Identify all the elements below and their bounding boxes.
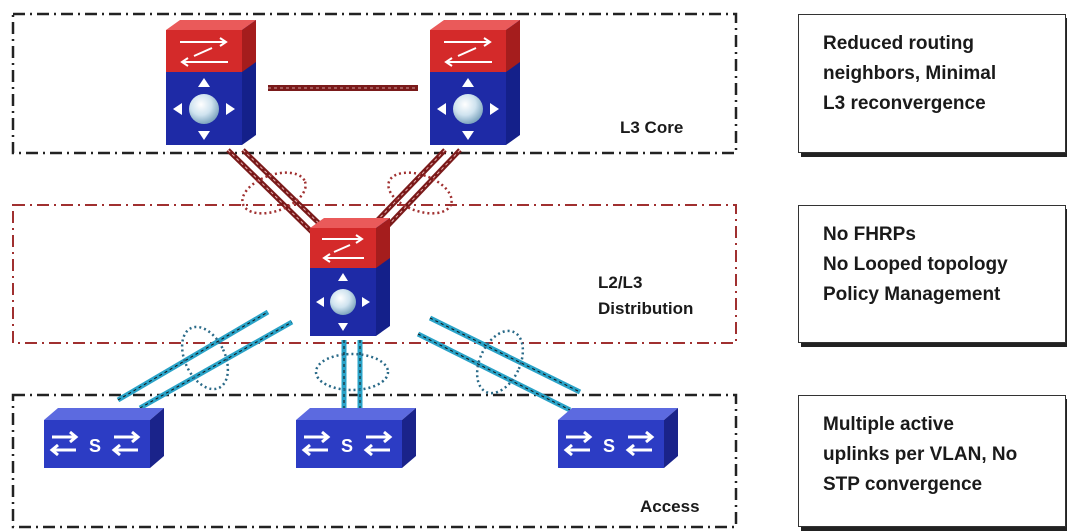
router-arrows-icon xyxy=(437,78,499,140)
switch-arrows-icon xyxy=(322,234,364,263)
core-switch-left xyxy=(166,20,256,145)
access-switch-right: S xyxy=(558,408,678,468)
left-core-uplinks xyxy=(226,148,332,240)
center-access-etherchannel-loop xyxy=(314,352,390,392)
distribution-zone-label-line2: Distribution xyxy=(598,299,694,318)
router-core-icon xyxy=(330,289,356,315)
description-line: Multiple active xyxy=(823,414,954,435)
core-switch-right xyxy=(430,20,520,145)
router-arrows-icon xyxy=(173,78,235,140)
core-zone-label: L3 Core xyxy=(620,118,684,137)
description-line: STP convergence xyxy=(823,474,983,495)
distribution-zone-label-line1: L2/L3 xyxy=(598,273,643,292)
access-zone-label: Access xyxy=(640,497,700,516)
router-arrows-icon xyxy=(316,273,370,331)
distribution-zone-border xyxy=(12,204,737,344)
right-core-etherchannel-loop xyxy=(387,171,453,215)
description-line: uplinks per VLAN, No xyxy=(823,444,1018,465)
left-core-etherchannel-loop xyxy=(241,171,307,215)
router-core-icon xyxy=(453,94,483,124)
description-line: L3 reconvergence xyxy=(823,93,986,114)
access-switch-glyph: S xyxy=(341,436,353,456)
switch-arrows-icon xyxy=(301,430,393,457)
access-switch-glyph: S xyxy=(603,436,615,456)
access-switch-glyph: S xyxy=(89,436,101,456)
center-access-uplinks xyxy=(341,340,363,410)
distribution-switch xyxy=(310,218,390,336)
switch-arrows-icon xyxy=(563,430,655,457)
description-line: Reduced routing xyxy=(823,33,974,54)
router-core-icon xyxy=(189,94,219,124)
access-switch-center: S xyxy=(296,408,416,468)
right-access-etherchannel-loop xyxy=(475,329,525,395)
left-access-uplinks xyxy=(116,309,294,411)
switch-arrows-icon xyxy=(49,430,141,457)
distribution-description-box: No FHRPs No Looped topology Policy Manag… xyxy=(798,205,1066,343)
description-line: No FHRPs xyxy=(823,224,916,245)
switch-arrows-icon xyxy=(444,37,492,67)
access-description-box: Multiple active uplinks per VLAN, No STP… xyxy=(798,395,1066,527)
access-zone-border xyxy=(11,393,738,529)
description-line: Policy Management xyxy=(823,284,1001,305)
core-description-box: Reduced routing neighbors, Minimal L3 re… xyxy=(798,14,1066,153)
right-access-uplinks xyxy=(416,315,582,413)
left-access-etherchannel-loop xyxy=(180,325,230,391)
access-switch-left: S xyxy=(44,408,164,468)
switch-arrows-icon xyxy=(180,37,228,67)
core-zone-border xyxy=(11,12,738,155)
right-core-uplinks xyxy=(366,148,462,236)
description-line: neighbors, Minimal xyxy=(823,63,997,84)
description-line: No Looped topology xyxy=(823,254,1008,275)
